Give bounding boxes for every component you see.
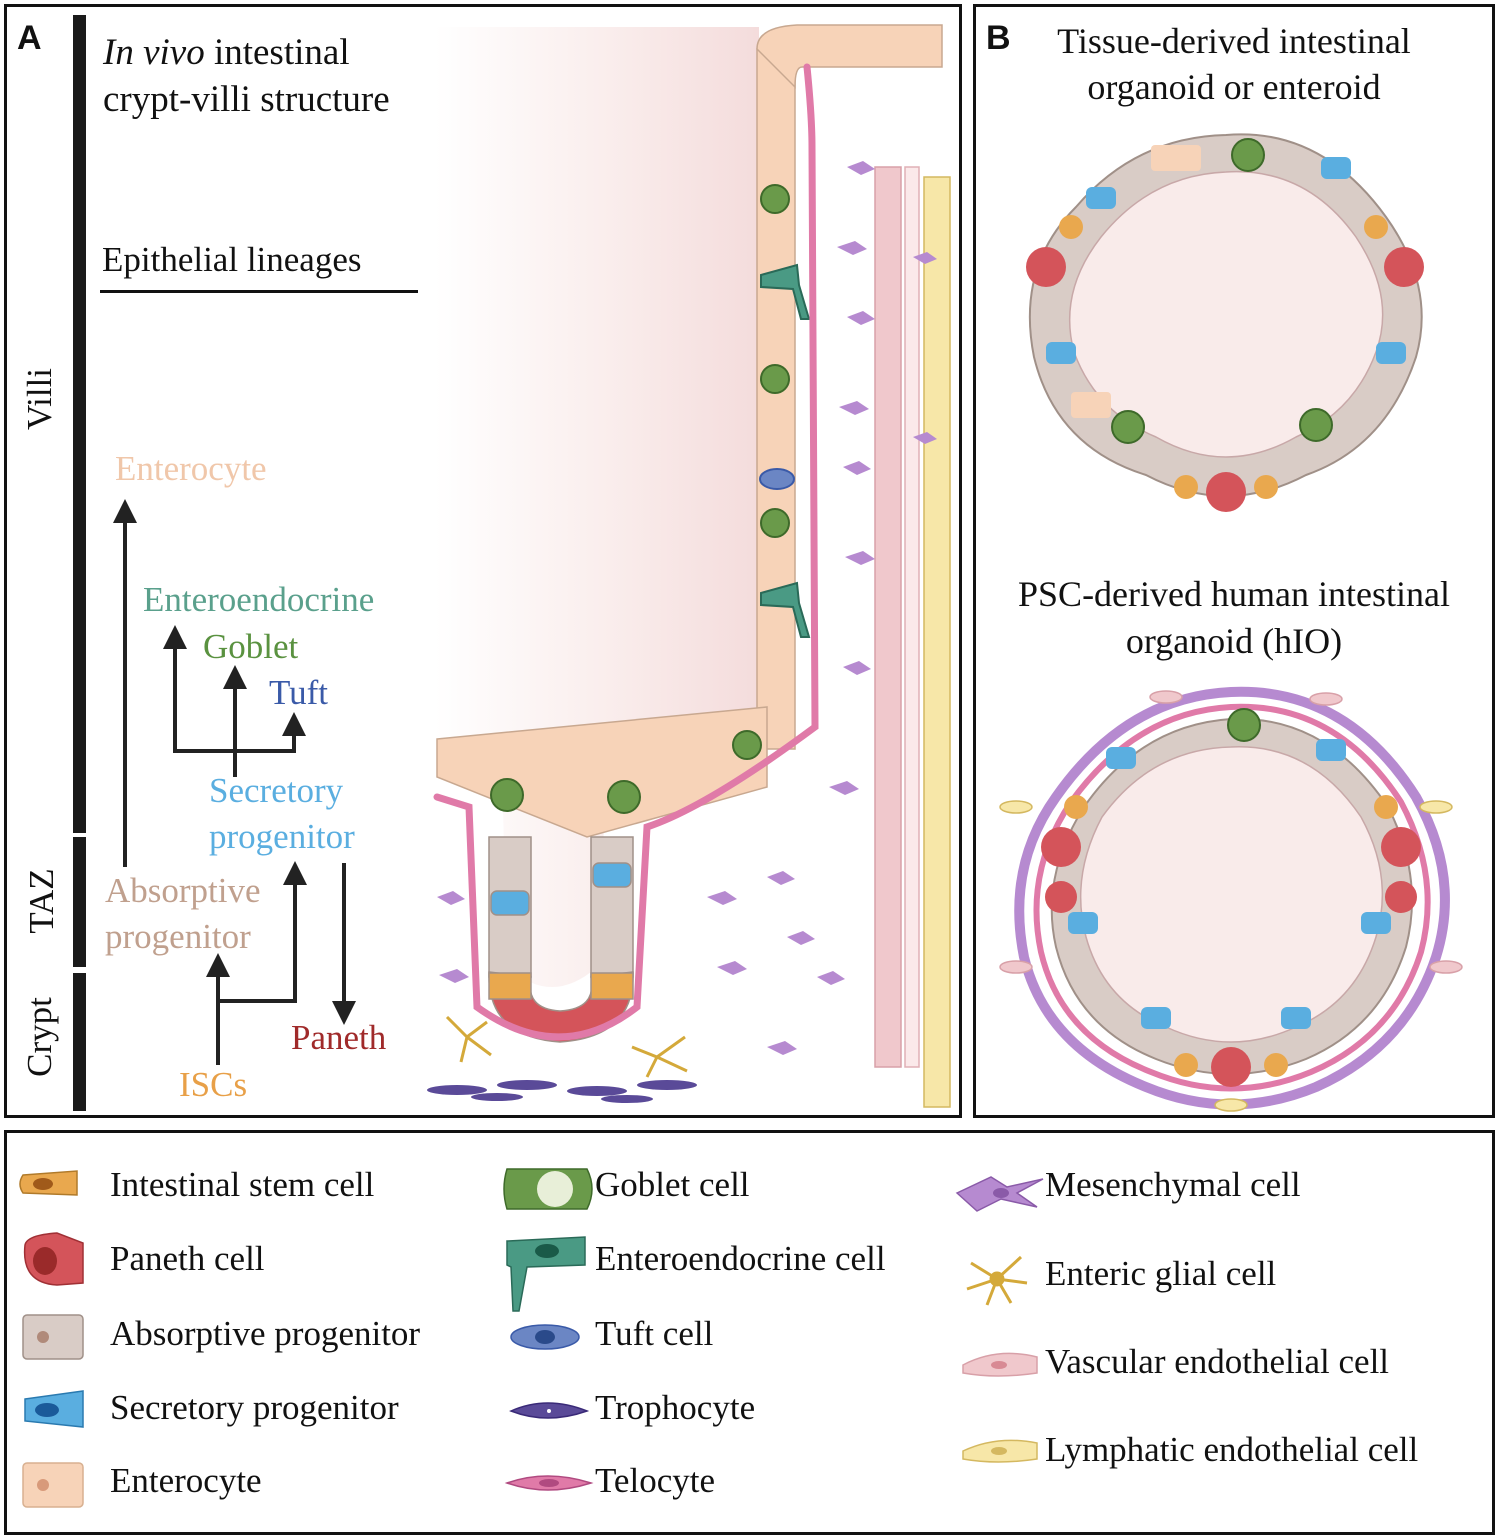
hio [999,686,1463,1112]
legend: Intestinal stem cell Paneth cell Absorpt… [4,1130,1495,1535]
hio-title-1: PSC-derived human intestinal [1018,574,1450,614]
title-rest: intestinal [204,32,350,73]
legend-label-secretory: Secretory progenitor [110,1388,399,1427]
label-enterocyte: Enterocyte [115,449,267,488]
arrow-to-enteroendocrine [163,625,237,777]
panel-a-letter: A [17,19,42,57]
legend-label-enterocyte: Enterocyte [110,1461,262,1500]
lineages-underline [100,290,418,293]
tuft-cell [759,468,795,490]
taz-bar [73,837,86,967]
label-goblet: Goblet [203,627,299,666]
icon-paneth-cell [23,1232,84,1286]
icon-telocyte [504,1475,594,1491]
arrow-to-secretory [218,861,307,1003]
crypt-bar [73,973,86,1111]
organoid-illustrations [999,133,1463,1112]
telocyte-sheath [433,63,819,1041]
crypt-wall [488,836,634,1043]
legend-label-goblet: Goblet cell [595,1165,750,1204]
icon-intestinal-stem-cell [19,1170,78,1196]
label-secretory-2: progenitor [209,817,355,856]
organoid-title-2: organoid or enteroid [1087,67,1381,107]
panel-a-title: In vivo intestinal [103,30,350,76]
icon-goblet-cell [503,1168,593,1210]
villi-bar [73,15,86,833]
legend-label-trophocyte: Trophocyte [595,1388,756,1427]
label-absorptive-1: Absorptive [105,871,261,910]
icon-tuft-cell [510,1324,580,1350]
legend-label-lymphatic: Lymphatic endothelial cell [1045,1430,1419,1469]
icon-secretory-progenitor [24,1390,84,1428]
enteroendocrine-cells [760,263,811,638]
goblet-cells [490,184,790,814]
label-absorptive-2: progenitor [105,917,251,956]
icon-enteric-glial-cell [966,1255,1028,1306]
legend-label-telocyte: Telocyte [595,1461,715,1500]
legend-label-glial: Enteric glial cell [1045,1254,1277,1293]
icon-lymphatic-endothelial-cell [962,1439,1038,1463]
panel-b: B Tissue-derived intestinal organoid or … [973,4,1495,1118]
icon-enteroendocrine-cell [506,1236,586,1312]
legend-label-stem: Intestinal stem cell [110,1165,375,1204]
legend-label-vascular: Vascular endothelial cell [1045,1342,1390,1381]
icon-mesenchymal-cell [955,1176,1044,1212]
legend-icons [19,1168,1044,1508]
enteroid [1026,133,1424,512]
title-italic: In vivo [103,32,205,73]
vessels [874,166,951,1108]
glial-cells [445,1015,688,1078]
legend-label-tuft: Tuft cell [595,1314,714,1353]
label-iscs: ISCs [179,1065,248,1104]
icon-enterocyte [22,1462,84,1508]
label-tuft: Tuft [269,673,329,712]
lineage-arrows [113,499,356,1065]
panel-b-letter: B [986,19,1011,57]
arrow-to-tuft [235,712,306,753]
legend-label-paneth: Paneth cell [110,1239,265,1278]
icon-absorptive-progenitor [22,1314,84,1360]
legend-label-absorptive: Absorptive progenitor [110,1314,421,1353]
legend-label-enteroendocrine: Enteroendocrine cell [595,1239,886,1278]
trophocytes [427,1080,697,1103]
icon-trophocyte [509,1402,590,1419]
panel-a: A Villi TAZ Crypt In vivo intestinal cry… [4,4,962,1118]
panel-a-title-line2: crypt-villi structure [103,79,390,120]
organoid-title-1: Tissue-derived intestinal [1057,21,1411,61]
hio-title-2: organoid (hIO) [1125,621,1343,661]
mesenchymal-cells [437,161,937,1055]
label-secretory-1: Secretory [209,771,344,810]
lineages-heading: Epithelial lineages [102,240,362,279]
icon-vascular-endothelial-cell [962,1352,1038,1377]
label-enteroendocrine: Enteroendocrine [143,580,375,619]
crypt-villus-illustration [427,24,951,1108]
legend-label-mesenchymal: Mesenchymal cell [1045,1165,1301,1204]
